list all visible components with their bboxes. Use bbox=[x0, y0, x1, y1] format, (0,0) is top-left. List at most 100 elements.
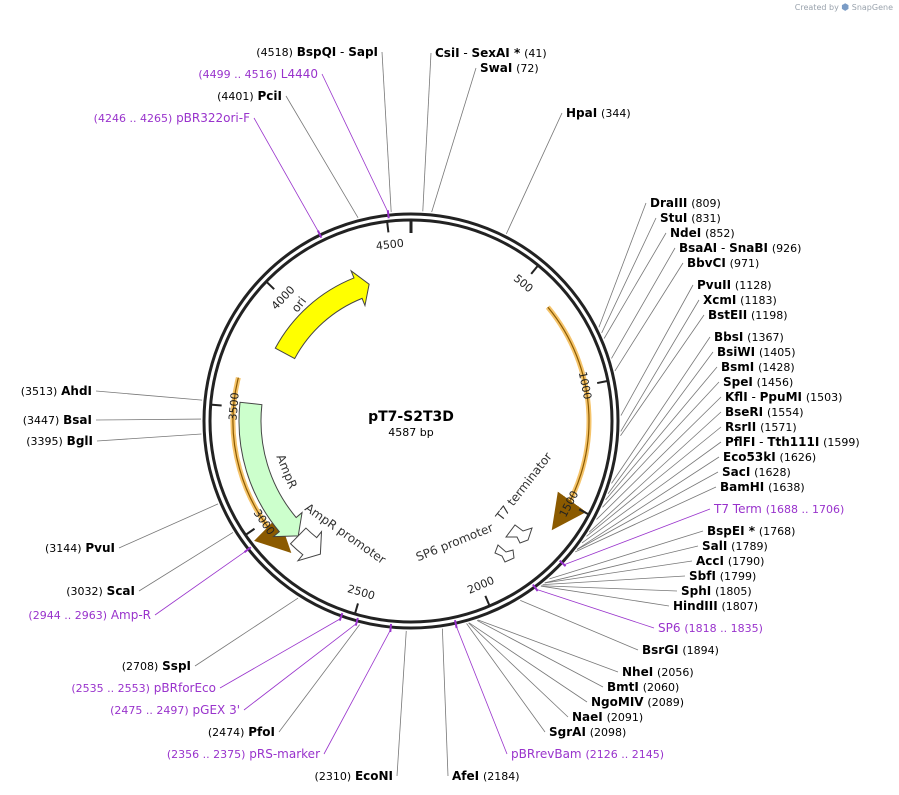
enzyme-label[interactable]: (4518) BspQI - SapI bbox=[256, 45, 378, 59]
ori-arrow[interactable] bbox=[274, 269, 370, 360]
site-name: SgrAI bbox=[549, 725, 586, 739]
primer-label[interactable]: (2535 .. 2553) pBRforEco bbox=[71, 681, 216, 695]
site-position: (2091) bbox=[607, 711, 644, 724]
enzyme-label[interactable]: PvuII (1128) bbox=[697, 278, 772, 292]
enzyme-label[interactable]: BsaAI - SnaBI (926) bbox=[679, 241, 801, 255]
enzyme-label[interactable]: PflFI - Tth111I (1599) bbox=[725, 435, 860, 449]
enzyme-label[interactable]: BsmI (1428) bbox=[721, 360, 795, 374]
site-position: (1571) bbox=[760, 421, 797, 434]
enzyme-label[interactable]: SphI (1805) bbox=[681, 584, 752, 598]
site-name: StuI bbox=[660, 211, 687, 225]
enzyme-label[interactable]: (4401) PciI bbox=[217, 89, 282, 103]
leader-line bbox=[620, 284, 694, 416]
enzyme-label[interactable]: BamHI (1638) bbox=[720, 480, 805, 494]
site-position: (3144) bbox=[45, 542, 82, 555]
site-name: NaeI bbox=[572, 710, 603, 724]
site-position: (809) bbox=[691, 197, 721, 210]
site-position: (1894) bbox=[682, 644, 719, 657]
leader-line bbox=[605, 366, 718, 501]
primer-label[interactable]: (4246 .. 4265) pBR322ori-F bbox=[94, 111, 250, 125]
enzyme-label[interactable]: AccI (1790) bbox=[696, 554, 764, 568]
leader-line bbox=[576, 471, 719, 550]
enzyme-label[interactable]: (3447) BsaI bbox=[23, 413, 92, 427]
primer-label[interactable]: SP6 (1818 .. 1835) bbox=[658, 621, 763, 635]
enzyme-label[interactable]: SpeI (1456) bbox=[723, 375, 793, 389]
enzyme-label[interactable]: KflI - PpuMI (1503) bbox=[725, 390, 842, 404]
enzyme-label[interactable]: BsrGI (1894) bbox=[642, 643, 719, 657]
enzyme-label[interactable]: RsrII (1571) bbox=[725, 420, 797, 434]
enzyme-label[interactable]: StuI (831) bbox=[660, 211, 721, 225]
credit: Created by ⬢ SnapGene bbox=[795, 3, 893, 13]
enzyme-label[interactable]: BspEI * (1768) bbox=[707, 524, 795, 538]
enzyme-label[interactable]: BbvCI (971) bbox=[687, 256, 759, 270]
primer-label[interactable]: (2475 .. 2497) pGEX 3' bbox=[110, 703, 240, 717]
enzyme-label[interactable]: (3032) ScaI bbox=[66, 584, 135, 598]
enzyme-label[interactable]: (3395) BglI bbox=[26, 434, 93, 448]
enzyme-label[interactable]: CsiI - SexAI * (41) bbox=[435, 46, 547, 60]
sp6-promoter-arrow[interactable] bbox=[494, 544, 515, 563]
site-separator: - bbox=[336, 45, 348, 59]
t7-terminator-arrow[interactable] bbox=[505, 524, 533, 544]
leader-line bbox=[542, 575, 686, 586]
site-name: SpeI bbox=[723, 375, 753, 389]
leader-line bbox=[540, 585, 670, 607]
enzyme-label[interactable]: HindIII (1807) bbox=[673, 599, 758, 613]
enzyme-label[interactable]: NheI (2056) bbox=[622, 665, 694, 679]
leader-line bbox=[138, 532, 234, 592]
enzyme-label[interactable]: BmtI (2060) bbox=[607, 680, 679, 694]
primer-label[interactable]: (2944 .. 2963) Amp-R bbox=[28, 608, 151, 622]
site-position: (4246 .. 4265) bbox=[94, 112, 173, 125]
leader-line bbox=[614, 262, 684, 372]
enzyme-label[interactable]: NgoMIV (2089) bbox=[591, 695, 684, 709]
enzyme-label[interactable]: (2474) PfoI bbox=[208, 725, 275, 739]
site-name-secondary: SapI bbox=[348, 45, 378, 59]
snapgene-logo-icon: ⬢ bbox=[841, 3, 850, 13]
primer-mark bbox=[386, 210, 390, 219]
enzyme-label[interactable]: SgrAI (2098) bbox=[549, 725, 626, 739]
primer-label[interactable]: (2356 .. 2375) pRS-marker bbox=[167, 747, 320, 761]
enzyme-label[interactable]: (3144) PvuI bbox=[45, 541, 115, 555]
site-name: BsaAI bbox=[679, 241, 717, 255]
leader-line bbox=[598, 202, 647, 328]
primer-label[interactable]: (4499 .. 4516) L4440 bbox=[198, 67, 318, 81]
enzyme-label[interactable]: NaeI (2091) bbox=[572, 710, 643, 724]
enzyme-label[interactable]: (3513) AhdI bbox=[21, 384, 92, 398]
enzyme-label[interactable]: DraIII (809) bbox=[650, 196, 721, 210]
primer-mark bbox=[389, 623, 393, 633]
site-position: (1805) bbox=[715, 585, 752, 598]
enzyme-label[interactable]: (2310) EcoNI bbox=[315, 769, 393, 783]
enzyme-label[interactable]: HpaI (344) bbox=[566, 106, 631, 120]
enzyme-label[interactable]: SwaI (72) bbox=[480, 61, 539, 75]
enzyme-label[interactable]: SacI (1628) bbox=[722, 465, 791, 479]
ampr-promoter-arrow[interactable] bbox=[289, 527, 323, 562]
enzyme-label[interactable]: SbfI (1799) bbox=[689, 569, 756, 583]
site-name: BglI bbox=[67, 434, 93, 448]
enzyme-label[interactable]: NdeI (852) bbox=[670, 226, 735, 240]
enzyme-label[interactable]: Eco53kI (1626) bbox=[723, 450, 816, 464]
enzyme-label[interactable]: SalI (1789) bbox=[702, 539, 768, 553]
enzyme-label[interactable]: BstEII (1198) bbox=[708, 308, 788, 322]
site-position: (1456) bbox=[757, 376, 794, 389]
leader-line bbox=[154, 550, 247, 616]
feature-label-ampr-promoter: AmpR promoter bbox=[302, 501, 388, 567]
site-name: PflFI bbox=[725, 435, 755, 449]
enzyme-label[interactable]: BseRI (1554) bbox=[725, 405, 804, 419]
leader-line bbox=[422, 52, 432, 212]
site-name: DraIII bbox=[650, 196, 687, 210]
enzyme-label[interactable]: BbsI (1367) bbox=[714, 330, 784, 344]
enzyme-label[interactable]: (2708) SspI bbox=[122, 659, 191, 673]
primer-label[interactable]: T7 Term (1688 .. 1706) bbox=[713, 502, 844, 516]
leader-line bbox=[603, 232, 667, 339]
enzyme-label[interactable]: BsiWI (1405) bbox=[717, 345, 796, 359]
site-separator: - bbox=[748, 390, 760, 404]
leader-line bbox=[441, 628, 449, 777]
primer-label[interactable]: pBRrevBam (2126 .. 2145) bbox=[511, 747, 664, 761]
site-position: (1367) bbox=[747, 331, 784, 344]
site-separator: - bbox=[460, 46, 472, 60]
enzyme-label[interactable]: XcmI (1183) bbox=[703, 293, 777, 307]
site-name: BseRI bbox=[725, 405, 763, 419]
enzyme-label[interactable]: AfeI (2184) bbox=[452, 769, 520, 783]
site-name: BsmI bbox=[721, 360, 754, 374]
site-position: (1128) bbox=[735, 279, 772, 292]
site-position: (1807) bbox=[722, 600, 759, 613]
